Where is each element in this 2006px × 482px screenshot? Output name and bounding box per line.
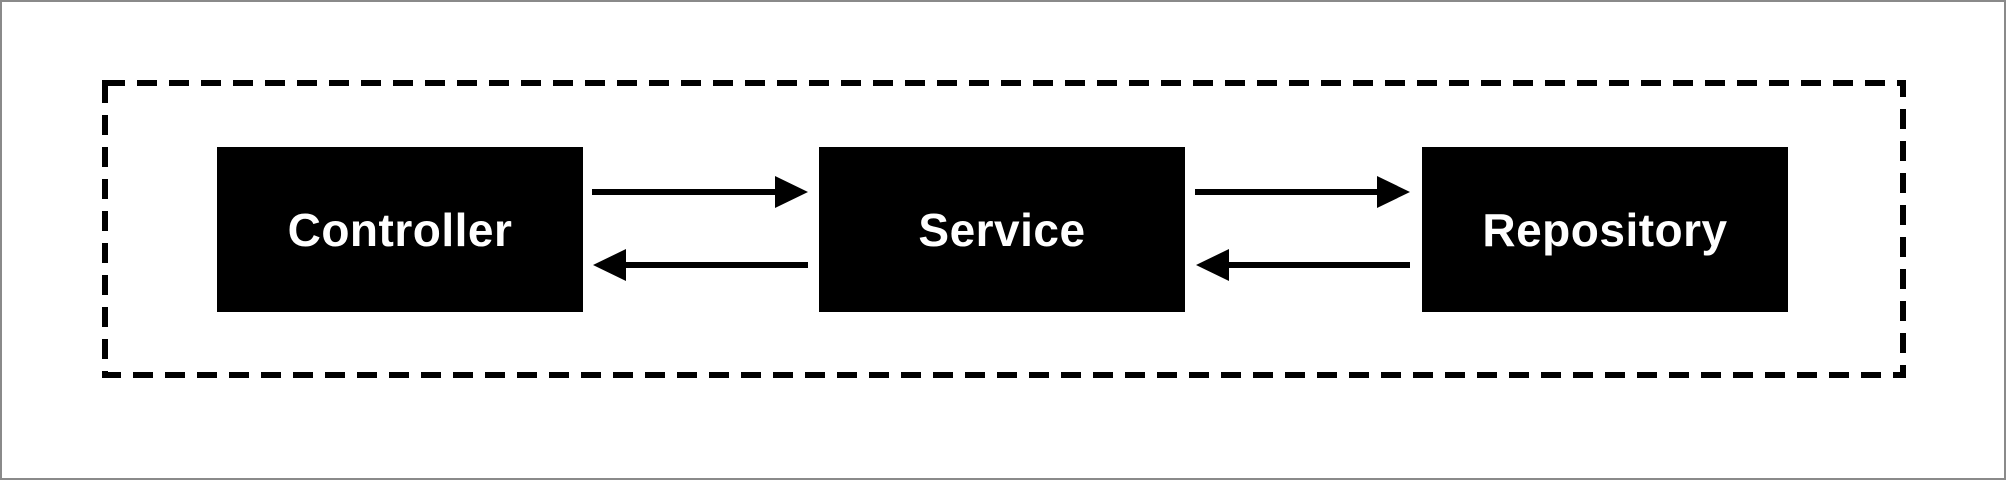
service-node: Service: [819, 147, 1185, 312]
controller-label: Controller: [287, 203, 513, 256]
arrowhead-left-icon: [593, 249, 626, 281]
arrowhead-right-icon: [775, 176, 808, 208]
controller-node: Controller: [217, 147, 583, 312]
repository-node: Repository: [1422, 147, 1788, 312]
repository-label: Repository: [1482, 203, 1728, 256]
layer-boundary: [102, 80, 1906, 378]
edge-service-to-controller: [593, 249, 808, 281]
arrowhead-left-icon: [1196, 249, 1229, 281]
arrowhead-right-icon: [1377, 176, 1410, 208]
service-label: Service: [918, 203, 1086, 256]
edge-controller-to-service: [592, 176, 808, 208]
edge-repository-to-service: [1196, 249, 1410, 281]
edge-service-to-repository: [1195, 176, 1410, 208]
